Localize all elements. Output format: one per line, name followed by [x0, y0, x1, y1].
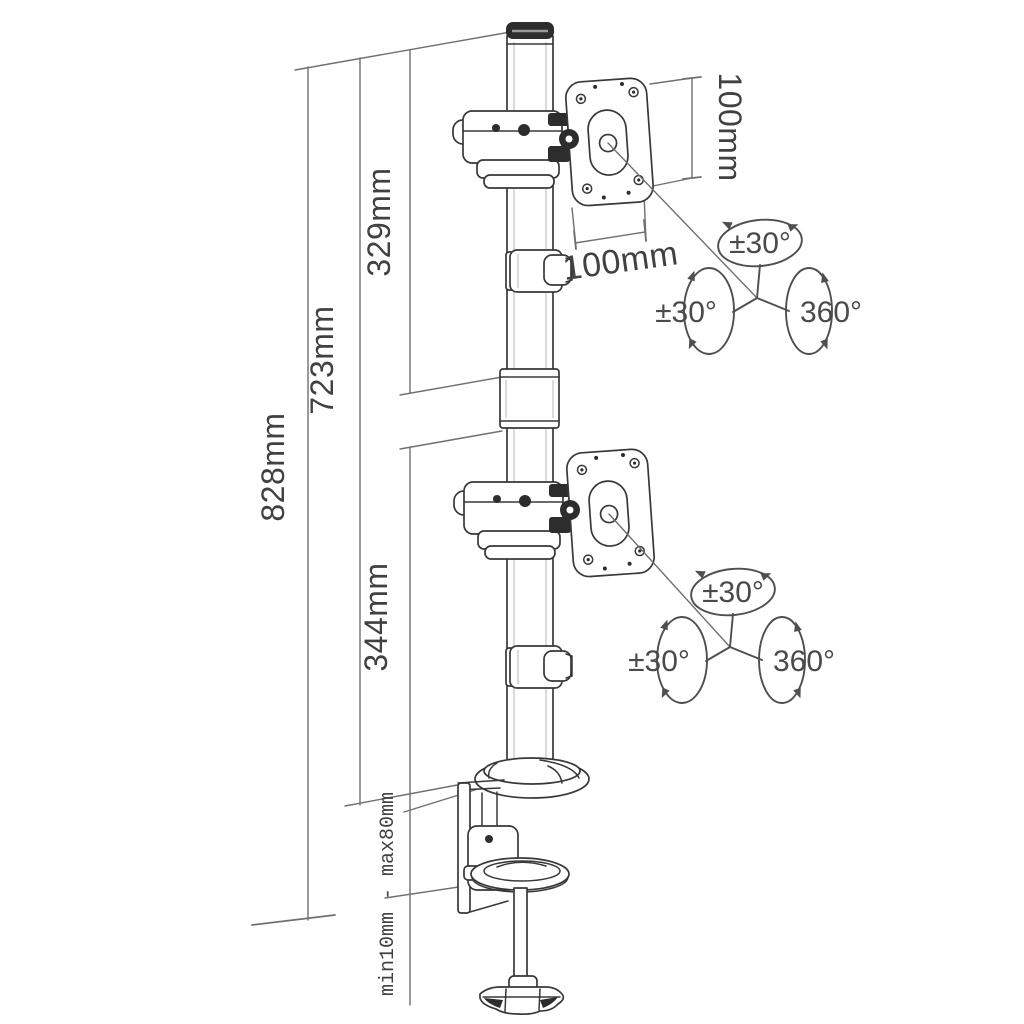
leader-upper-head [607, 142, 758, 299]
leader-lower-head [608, 513, 731, 648]
dimension-line-vesa-horizontal [574, 231, 646, 244]
desk-clamp-bracket [457, 779, 519, 914]
label-clamp-range: min10mm - max80mm [377, 792, 400, 996]
label-lower-section: 344mm [358, 562, 394, 671]
rotation-diagram-lower [627, 563, 836, 704]
cable-clip-upper [505, 249, 573, 293]
tick-828-bottom [251, 914, 336, 926]
arm-bar-top [548, 113, 572, 126]
extension-vesa-v-top [649, 77, 693, 85]
cable-clip-lower [505, 645, 573, 689]
leader-lines [607, 142, 758, 648]
rotation-ellipse [785, 267, 833, 355]
pole-middle-joint [499, 368, 560, 429]
extension-vesa-v-bottom [652, 177, 693, 187]
rotation-label: 360° [800, 296, 862, 329]
clamp-screw [479, 887, 565, 1016]
base-disc [474, 757, 590, 799]
extension-line-joint-bottom [399, 430, 503, 450]
rotation-diagram-upper: ±30° ±30° 360° [655, 218, 862, 355]
tilt-ellipse [717, 218, 803, 268]
mount-model [452, 22, 657, 1016]
clamp-knob [479, 986, 565, 1016]
label-vesa-vertical: 100mm [712, 72, 748, 181]
label-upper-section: 329mm [361, 167, 397, 276]
extension-vesa-h-left [571, 207, 577, 248]
bracket-screw-upper [485, 835, 493, 843]
label-total-height: 828mm [255, 412, 291, 521]
arm-bar-bottom [548, 146, 570, 162]
extension-line-top [294, 30, 517, 71]
vesa-head-lower [453, 447, 657, 579]
clamp-collar-flare [483, 174, 555, 189]
label-pole-height: 723mm [304, 305, 340, 414]
swivel-ellipse [683, 267, 735, 355]
extension-line-desk-upper [344, 782, 469, 807]
swivel-label: ±30° [655, 296, 717, 329]
tilt-pivot-center [565, 135, 573, 143]
screw-rod [513, 887, 528, 979]
vesa-head-upper [452, 77, 654, 207]
extension-line-joint-top [399, 376, 503, 396]
rotation-junction [732, 264, 790, 313]
clamp-bolt-head [518, 124, 530, 136]
extension-vesa-h-right [643, 193, 647, 241]
tilt-label: ±30° [729, 227, 791, 260]
dimension-lines [251, 30, 702, 1006]
vesa-corner-holes [575, 81, 644, 200]
rotation-arrows [687, 221, 829, 350]
pole-clamp-body [462, 110, 563, 164]
